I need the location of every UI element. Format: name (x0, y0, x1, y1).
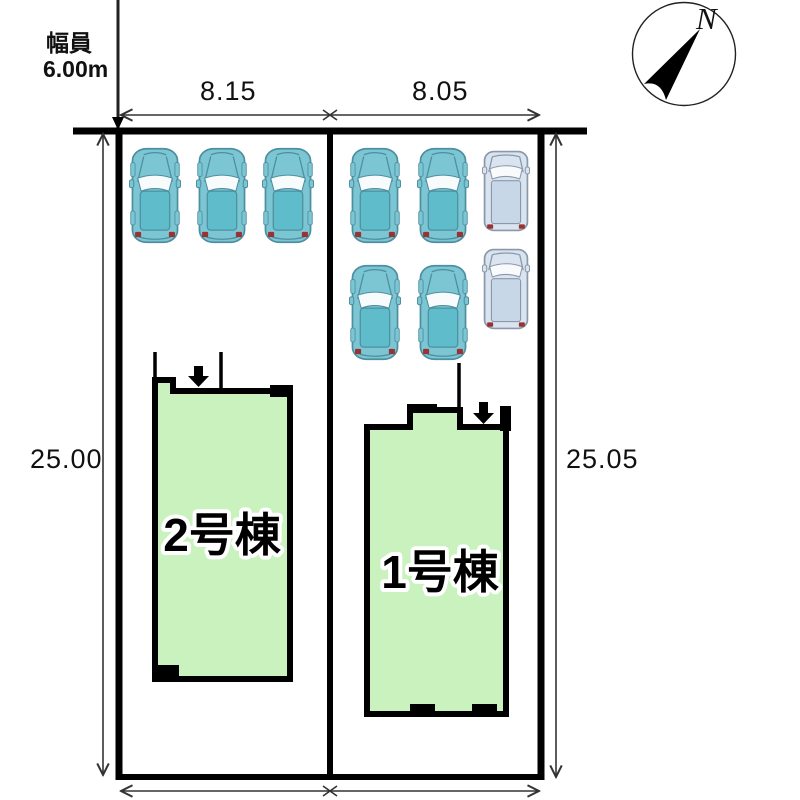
depth-dimensions: 25.00 25.05 (30, 134, 639, 777)
frontage-dimension: 8.15 8.05 (112, 76, 539, 130)
lot2-frontage-label: 8.15 (200, 76, 257, 106)
van-icon (482, 248, 530, 330)
north-compass-icon: N (631, 1, 737, 107)
building-1: 1号棟 (364, 363, 511, 717)
lot1-depth-label: 25.05 (566, 444, 639, 474)
corner-arrow (112, 117, 124, 130)
lot-boundaries (73, 127, 587, 780)
building-2-label: 2号棟 (163, 509, 282, 561)
car-icon (417, 147, 469, 244)
lot2-depth-label: 25.00 (30, 444, 103, 474)
van-icon (482, 150, 530, 232)
lot1-parking (349, 147, 530, 361)
building-1-entrance-arrow (473, 402, 494, 424)
car-icon (196, 147, 248, 244)
lot2-parking (129, 147, 314, 244)
lot1-frontage-label: 8.05 (412, 76, 469, 106)
building-2-entrance-arrow (188, 366, 209, 387)
building-1-label: 1号棟 (381, 546, 500, 598)
car-icon (349, 264, 401, 361)
bottom-dimension (121, 786, 539, 796)
building-2: 2号棟 (152, 352, 293, 682)
car-icon (262, 147, 314, 244)
car-icon (129, 147, 181, 244)
car-icon (349, 147, 401, 244)
north-arrow (644, 29, 700, 100)
road-width-label-line1: 幅員 (46, 30, 92, 56)
car-icon (417, 264, 469, 361)
road-width-label-line2: 6.00m (43, 56, 108, 82)
